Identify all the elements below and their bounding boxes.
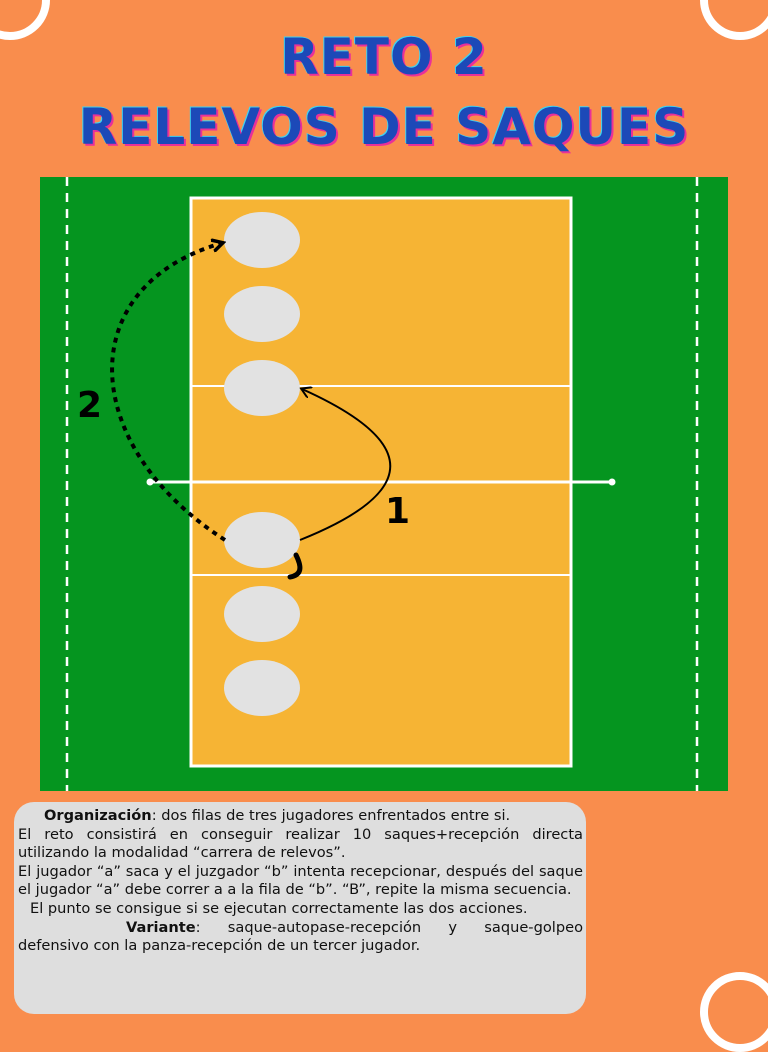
description-box: Organización: dos filas de tres jugadore…	[14, 802, 586, 1014]
organization-text: : dos filas de tres jugadores enfrentado…	[151, 807, 511, 824]
variant-text: : saque-autopase-recepción y saque-golpe…	[18, 918, 583, 955]
net-post-right	[608, 478, 616, 486]
challenge-paragraph: El reto consistirá en conseguir realizar…	[18, 825, 583, 862]
net-post-left	[146, 478, 154, 486]
corner-arc-bottom-right	[700, 972, 768, 1052]
player-marker	[224, 586, 300, 642]
arrow-label-2: 2	[77, 385, 102, 426]
organization-label: Organización	[44, 807, 152, 824]
sequence-paragraph: El jugador “a” saca y el juzgador “b” in…	[18, 862, 583, 899]
player-marker	[224, 286, 300, 342]
arrow-label-1: 1	[385, 491, 410, 532]
pass-arrow-1	[300, 389, 392, 541]
player-marker	[224, 512, 300, 568]
run-arrow-2	[110, 243, 225, 542]
volleyball-court-diagram: 1 2	[40, 177, 728, 791]
variant-label: Variante	[126, 918, 196, 936]
player-marker	[224, 212, 300, 268]
player-marker	[224, 660, 300, 716]
point-paragraph: El punto se consigue si se ejecutan corr…	[30, 899, 528, 917]
variant-paragraph: Variante: saque-autopase-recepción y saq…	[18, 919, 583, 956]
ball-trace	[287, 552, 303, 580]
organization-paragraph: Organización: dos filas de tres jugadore…	[18, 807, 583, 826]
title-line-1: RETO 2	[280, 28, 488, 86]
title-line-2: RELEVOS DE SAQUES	[78, 98, 690, 156]
player-marker	[224, 360, 300, 416]
